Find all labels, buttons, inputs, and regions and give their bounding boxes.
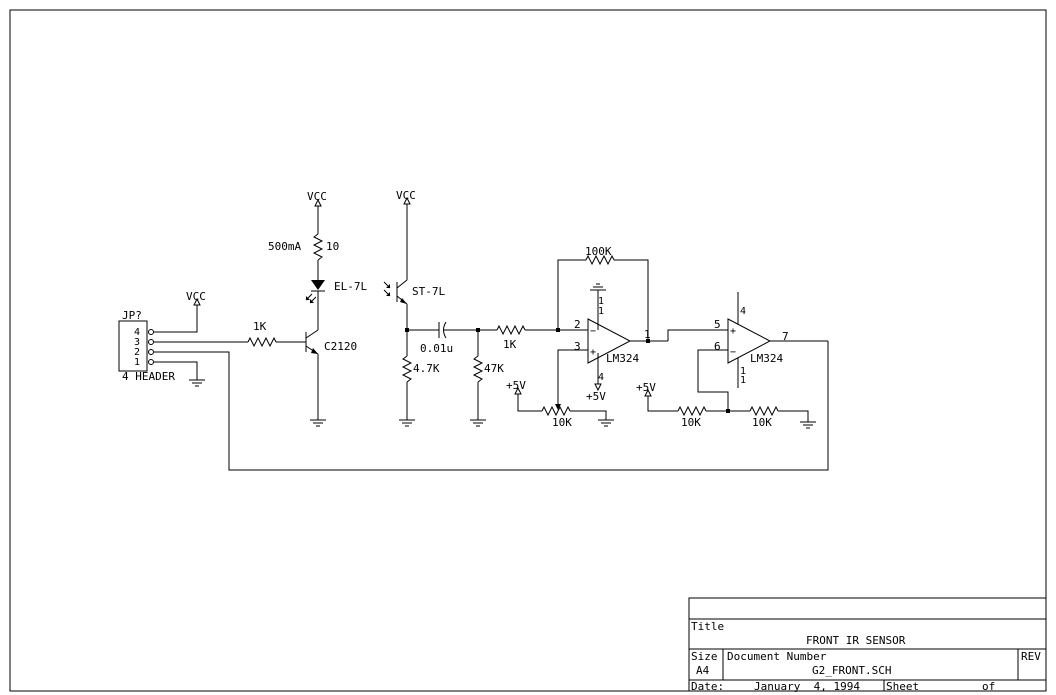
plus5v-label-pot: +5V: [506, 379, 526, 392]
capacitor-001u: [438, 321, 447, 339]
ground-transistor: [309, 419, 327, 427]
wire-noninv-pot: [557, 349, 588, 404]
vcc-label-photo: VCC: [396, 189, 416, 202]
junction-out1: [646, 339, 650, 343]
date-label: Date:: [691, 680, 724, 693]
label-r-in: 1K: [503, 338, 517, 351]
opamp2-name: LM324: [750, 352, 783, 365]
opamp2-lm324: + −: [727, 318, 772, 364]
plus5v-label-opamp1: +5V: [586, 390, 606, 403]
header-pin-3: 3: [134, 337, 140, 348]
wire-opamp2-in: [667, 329, 728, 341]
svg-text:−: −: [590, 326, 596, 337]
opamp1-pin-vcc2: 1: [598, 306, 604, 317]
wire-opamp2-inv: [697, 349, 729, 411]
resistor-div1: [677, 405, 707, 417]
header-pin-2: 2: [134, 347, 140, 358]
wire-header-vcc: [154, 305, 198, 333]
svg-text:+: +: [590, 347, 596, 358]
ground-photo: [398, 419, 416, 427]
resistor-led: [312, 233, 324, 261]
wire-fb-right: [614, 259, 649, 341]
header-name: 4 HEADER: [122, 370, 175, 383]
vcc-arrow-header: [193, 297, 201, 306]
size-value: A4: [696, 664, 710, 677]
pot-10k: [541, 405, 571, 417]
resistor-base: [247, 336, 277, 348]
sheet-border: [9, 9, 1047, 692]
label-transistor: C2120: [324, 340, 357, 353]
wire-divider-left: [647, 396, 678, 412]
opamp2-pin-noninv: 5: [714, 318, 721, 331]
wire-header-output-loop: [154, 341, 829, 471]
label-r-div1: 10K: [681, 416, 701, 429]
opamp2-pin-inv: 6: [714, 340, 721, 353]
label-led: EL-7L: [334, 280, 367, 293]
svg-text:+: +: [730, 326, 736, 337]
wire-header-gnd: [154, 361, 198, 380]
label-capacitor: 0.01u: [420, 342, 453, 355]
label-r-base: 1K: [253, 320, 267, 333]
opamp1-pin-out: 1: [644, 328, 651, 341]
size-label: Size: [691, 650, 718, 663]
plus5v-arrow-opamp1: [594, 383, 602, 392]
date-value: January 4, 1994: [754, 680, 860, 693]
ground-divider: [799, 421, 817, 429]
wire-divider-right: [778, 410, 809, 422]
label-r-fb: 100K: [585, 245, 612, 258]
opamp2-pin-vcc: 4: [740, 306, 746, 317]
vcc-label-led: VCC: [307, 190, 327, 203]
label-r-div2: 10K: [752, 416, 772, 429]
plus5v-label-divider: +5V: [636, 381, 656, 394]
label-r-load: 4.7K: [413, 362, 440, 375]
resistor-fb: [585, 254, 615, 266]
label-phototransistor: ST-7L: [412, 285, 445, 298]
label-r-led-current: 500mA: [268, 240, 301, 253]
label-pot: 10K: [552, 416, 572, 429]
opamp1-pin-vcc: 1: [598, 296, 604, 307]
resistor-load: [401, 355, 413, 383]
ground-bias: [469, 419, 487, 427]
header-jp: JP? 4 HEADER 4 3 2 1: [118, 309, 175, 383]
wire-pot-left: [517, 394, 542, 412]
opamp1-name: LM324: [606, 352, 639, 365]
opamp1-pin-inv: 2: [574, 318, 581, 331]
of-label: of: [982, 680, 995, 693]
svg-text:−: −: [730, 347, 736, 358]
doc-number-label: Document Number: [727, 650, 827, 663]
header-ref: JP?: [122, 309, 142, 322]
title-value: FRONT IR SENSOR: [806, 634, 906, 647]
title-label: Title: [691, 620, 724, 633]
transistor-c2120: [305, 329, 319, 355]
resistor-bias: [472, 355, 484, 383]
label-r-led: 10: [326, 240, 339, 253]
doc-number-value: G2_FRONT.SCH: [812, 664, 891, 677]
wire-pot-right: [570, 410, 607, 420]
resistor-in: [496, 324, 526, 336]
opamp2-pin-gnd2: 1: [740, 375, 746, 386]
led-el7l: [305, 280, 325, 304]
sheet-label: Sheet: [886, 680, 919, 693]
wire-fb-left: [557, 259, 586, 330]
opamp1-pin-noninv: 3: [574, 340, 581, 353]
opamp1-lm324: − +: [587, 318, 632, 364]
header-pin-1: 1: [134, 357, 140, 368]
opamp2-pin-out: 7: [782, 330, 789, 343]
header-pin-4: 4: [134, 327, 140, 338]
label-r-bias: 47K: [484, 362, 504, 375]
vcc-label-header: VCC: [186, 290, 206, 303]
rev-label: REV: [1021, 650, 1041, 663]
title-block: [688, 597, 1047, 692]
ground-header: [188, 379, 206, 387]
resistor-div2: [749, 405, 779, 417]
ground-pot: [597, 419, 615, 427]
phototransistor-st7l: [383, 279, 408, 305]
pot-wiper: [555, 404, 561, 410]
opamp2-pin-gnd: 1: [740, 366, 746, 377]
opamp1-pin-gnd: 4: [598, 372, 604, 383]
